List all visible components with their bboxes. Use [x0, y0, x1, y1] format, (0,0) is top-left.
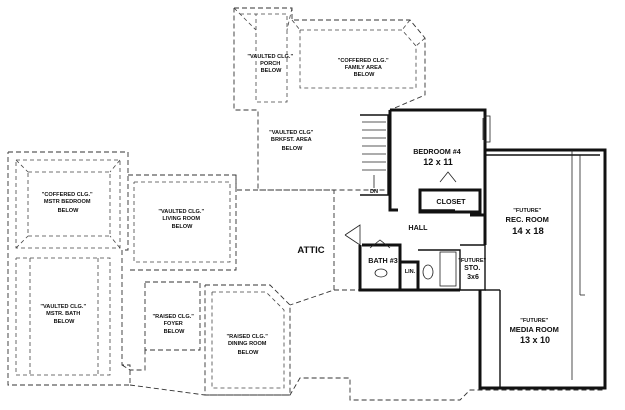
lin-block — [400, 260, 420, 290]
brkfst-label: "VAULTED CLG" BRKFST. AREA BELOW — [269, 130, 315, 152]
hall-door-left — [344, 224, 361, 246]
stair-outline — [360, 114, 389, 196]
family-diagonal — [291, 19, 301, 31]
living-outline — [128, 174, 237, 271]
porch-outline — [233, 7, 426, 191]
sink — [374, 268, 388, 278]
rec-room-label: "FUTURE" REC. ROOM 14 x 18 — [506, 208, 551, 237]
below-outlines — [7, 7, 606, 401]
mb-diag-2 — [109, 159, 121, 173]
future-sto-label: "FUTURE" STO. 3x6 — [458, 258, 488, 281]
closet-label: CLOSET — [436, 197, 466, 206]
living-inner-outline — [133, 181, 231, 263]
hall-label: HALL — [408, 223, 428, 232]
closet-door — [439, 171, 457, 183]
porch-inner-outline — [240, 13, 288, 103]
rec-room-walls — [478, 148, 607, 390]
attic-outline — [235, 175, 335, 306]
family-label: "COFFERED CLG." FAMILY AREA BELOW — [338, 58, 391, 78]
porch-label: "VAULTED CLG." PORCH BELOW — [247, 54, 294, 74]
family-diagonal-2 — [401, 19, 411, 31]
living-room-label: "VAULTED CLG." LIVING ROOM BELOW — [158, 209, 205, 230]
mb-diag-4 — [109, 235, 121, 249]
dining-room-label: "RAISED CLG." DINING ROOM BELOW — [227, 334, 270, 356]
stair-treads — [362, 121, 386, 171]
attic-label: ATTIC — [297, 245, 324, 256]
master-wing-outline — [7, 151, 131, 386]
family-coffer-outline — [299, 29, 417, 89]
mb-diag-1 — [15, 159, 29, 173]
walls — [344, 108, 607, 390]
bath-door — [369, 239, 391, 249]
mb-diag-3 — [15, 235, 29, 249]
master-bath-label: "VAULTED CLG." MSTR. BATH BELOW — [40, 304, 87, 325]
hall-bottom-walls — [358, 245, 460, 292]
bath-block — [362, 243, 402, 290]
dining-outline — [204, 284, 291, 396]
bath3-label: BATH #3 — [368, 256, 397, 265]
porch-diagonal-2 — [286, 7, 293, 31]
closet-box — [418, 188, 482, 214]
labels: "VAULTED CLG." PORCH BELOW "COFFERED CLG… — [40, 54, 561, 356]
lower-perimeter — [129, 150, 606, 401]
dining-inner-outline — [211, 291, 285, 389]
toilet — [422, 264, 434, 280]
tub — [439, 251, 457, 287]
bedroom-window-frame — [483, 115, 491, 143]
left-lower-link — [121, 350, 146, 371]
family-diagonal-3 — [415, 37, 426, 47]
porch-diagonal — [233, 7, 257, 31]
future-sto-box — [460, 244, 486, 291]
foyer-outline — [144, 281, 201, 351]
master-bath-outline — [15, 257, 111, 376]
bedroom4-left-wall — [388, 110, 398, 212]
media-room-label: "FUTURE" MEDIA ROOM 13 x 10 — [510, 318, 561, 345]
master-bedroom-label: "COFFERED CLG." MSTR BEDROOM BELOW — [42, 192, 95, 214]
foyer-label: "RAISED CLG." FOYER BELOW — [153, 314, 196, 335]
linen-label: LIN. — [405, 269, 416, 275]
bath-fixtures-wall — [418, 249, 461, 290]
bedroom4-label: BEDROOM #4 12 x 11 — [413, 147, 463, 167]
stair-down-label: DN — [370, 189, 378, 195]
